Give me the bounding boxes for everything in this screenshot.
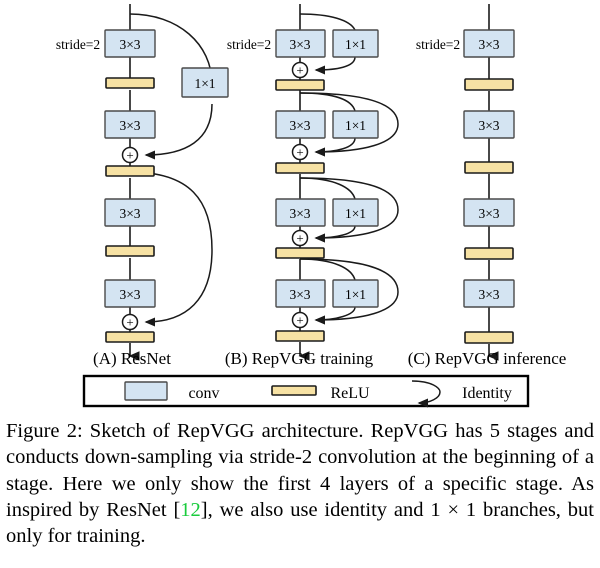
relu-bar: [464, 78, 514, 91]
relu-bar: [105, 165, 155, 177]
column-label-c: (C) RepVGG inference: [408, 349, 567, 368]
add-node: [121, 146, 139, 164]
add-node-plus: +: [126, 315, 133, 330]
column-b-repvgg-training: 1×1 1×1 1×1 1×1 3×3 stride=2 3×3: [227, 4, 399, 361]
add-node: [121, 313, 139, 331]
conv-box: [463, 110, 515, 139]
identity-path: [299, 258, 399, 325]
add-node-plus: +: [296, 63, 303, 78]
identity-path: [299, 92, 399, 157]
conv-box-label: 3×3: [289, 287, 310, 302]
conv-1x1-box: [181, 67, 229, 98]
legend-relu-label: ReLU: [330, 385, 370, 402]
relu-bar: [105, 77, 155, 89]
caption-part-2: ], we also use identity and 1 × 1 branch…: [6, 498, 594, 548]
conv-box-label: 3×3: [478, 37, 499, 52]
identity-path: [299, 177, 399, 243]
conv-box-label: 3×3: [119, 118, 140, 133]
conv-1x1-label: 1×1: [345, 287, 366, 302]
relu-bar: [275, 162, 325, 174]
conv-box: [463, 279, 515, 308]
conv-box: [275, 279, 326, 308]
relu-bar: [464, 247, 514, 260]
relu-bar: [275, 247, 325, 259]
branch-out-conv1x1: [314, 56, 356, 75]
conv-1x1-label: 1×1: [345, 37, 366, 52]
stride-label-c: stride=2: [416, 37, 460, 52]
branch-in-conv1x1: [299, 13, 356, 31]
column-a-resnet: 1×1 3×3 stride=2 3×3 3×3 3×3 + +: [56, 4, 229, 361]
conv-box: [463, 29, 515, 58]
relu-bar: [105, 331, 155, 343]
column-c-repvgg-inference: 3×3 stride=2 3×3 3×3 3×3: [416, 4, 515, 361]
legend-identity-arrow-icon: [411, 380, 441, 408]
legend-identity-label: Identity: [462, 385, 512, 402]
conv-box: [463, 198, 515, 227]
conv-1x1-label: 1×1: [345, 206, 366, 221]
conv-box-label: 3×3: [478, 118, 499, 133]
conv-box-label: 3×3: [119, 287, 140, 302]
legend: conv ReLU Identity: [82, 374, 530, 408]
column-label-b: (B) RepVGG training: [225, 349, 374, 368]
add-node: [291, 143, 309, 161]
add-node: [291, 311, 309, 329]
relu-bar: [464, 331, 514, 344]
identity-path: [129, 171, 213, 327]
legend-relu-swatch: [271, 385, 317, 396]
conv-1x1-box: [332, 110, 379, 139]
conv-box: [104, 279, 156, 308]
conv-box-label: 3×3: [119, 206, 140, 221]
conv-box: [275, 110, 326, 139]
conv-box: [104, 29, 156, 58]
add-node-plus: +: [296, 145, 303, 160]
add-node-plus: +: [126, 148, 133, 163]
relu-bar: [464, 161, 514, 174]
stride-label-a: stride=2: [56, 37, 100, 52]
legend-conv-label: conv: [188, 385, 219, 402]
conv-1x1-box: [332, 29, 379, 58]
conv-box-label: 3×3: [289, 206, 310, 221]
conv-box: [104, 110, 156, 139]
conv-box-label: 3×3: [478, 287, 499, 302]
stride-label-b: stride=2: [227, 37, 271, 52]
conv-box: [275, 29, 326, 58]
conv-box-label: 3×3: [289, 37, 310, 52]
relu-bar: [275, 330, 325, 342]
legend-conv-swatch: [124, 381, 168, 401]
conv-box-label: 3×3: [289, 118, 310, 133]
citation-reference: 12: [180, 498, 201, 521]
repvgg-architecture-diagram: 1×1 3×3 stride=2 3×3 3×3 3×3 + +: [56, 4, 567, 408]
conv-1x1-label: 1×1: [194, 76, 215, 91]
conv-box-label: 3×3: [478, 206, 499, 221]
conv-box: [104, 198, 156, 227]
conv-1x1-box: [332, 198, 379, 227]
caption-part-1: Figure 2: Sketch of RepVGG architecture.…: [6, 420, 594, 521]
conv-1x1-box: [332, 279, 379, 308]
relu-bar: [105, 245, 155, 257]
add-node: [291, 229, 309, 247]
conv-box: [275, 198, 326, 227]
shortcut-path-conv1x1-lower: [144, 103, 213, 160]
figure-caption: Figure 2: Sketch of RepVGG architecture.…: [6, 418, 594, 549]
column-label-a: (A) ResNet: [93, 349, 171, 368]
conv-1x1-label: 1×1: [345, 118, 366, 133]
add-node-plus: +: [296, 231, 303, 246]
add-node-plus: +: [296, 313, 303, 328]
add-node: [291, 61, 309, 79]
relu-bar: [275, 79, 325, 91]
conv-box-label: 3×3: [119, 37, 140, 52]
